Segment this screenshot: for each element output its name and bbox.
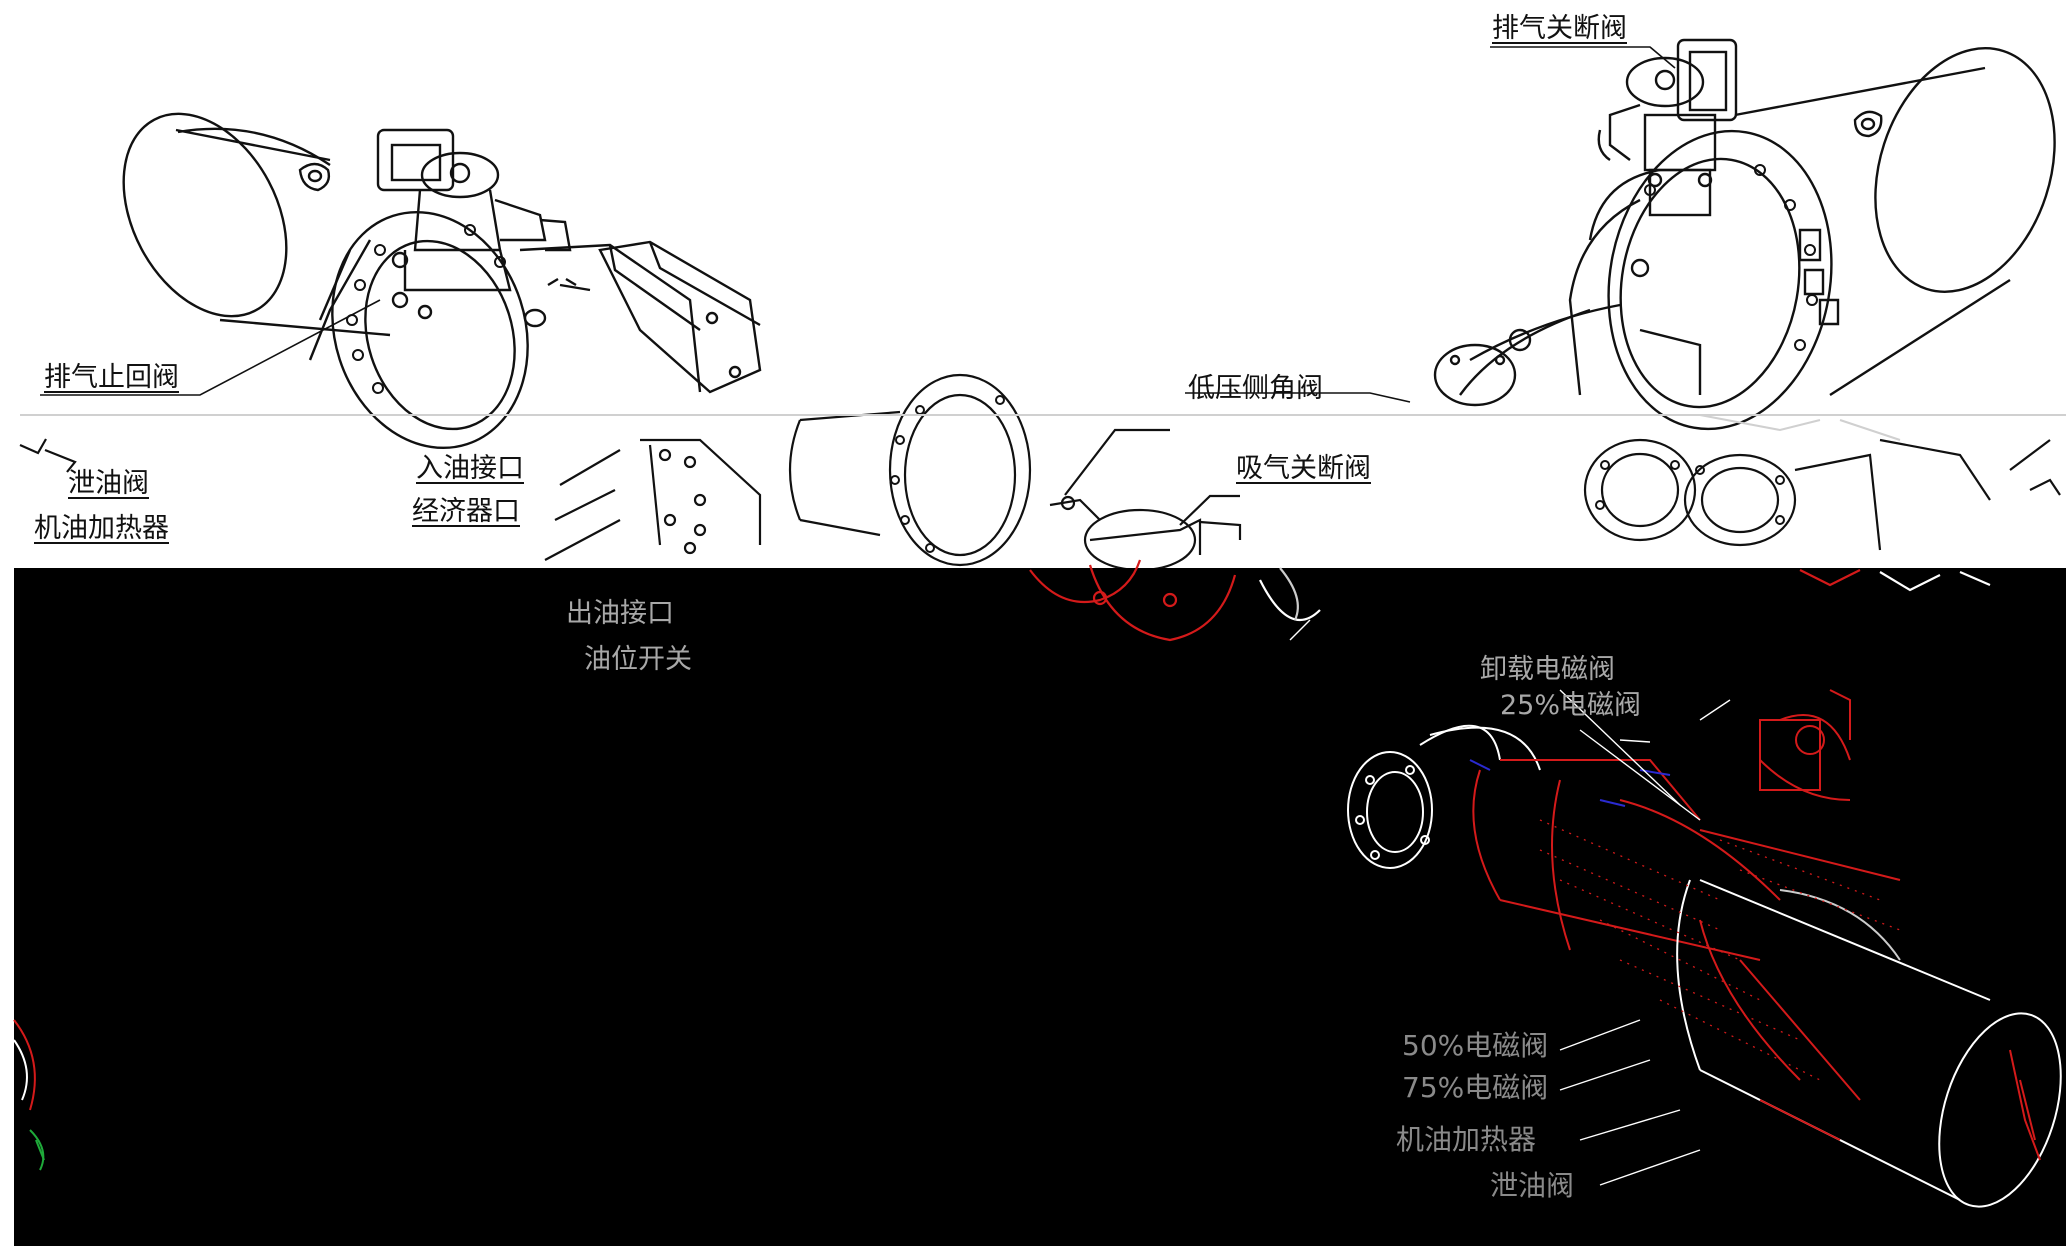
label-discharge-shutoff-valve: 排气关断阀 (1492, 13, 1627, 44)
leader-lines-top (40, 46, 1676, 403)
label-50pct-solenoid-valve: 50%电磁阀 (1402, 1029, 1549, 1062)
label-oil-level-switch: 油位开关 (584, 644, 692, 675)
bottom-right-compressor (1289, 619, 2062, 1208)
dark-background-band (14, 568, 2066, 1246)
label-oil-inlet-port: 入油接口 (416, 453, 524, 484)
middle-strip-drawing (19, 373, 2061, 572)
label-low-pressure-angle-valve: 低压侧角阀 (1188, 373, 1323, 404)
label-economizer-port: 经济器口 (412, 496, 520, 527)
right-compressor-drawing (1433, 38, 2056, 431)
label-unload-solenoid-valve: 卸载电磁阀 (1480, 654, 1615, 685)
label-oil-heater: 机油加热器 (34, 513, 169, 544)
label-drain-valve-2: 泄油阀 (1490, 1169, 1575, 1202)
label-discharge-check-valve: 排气止回阀 (44, 362, 179, 393)
bottom-left-arcs (13, 1019, 45, 1171)
label-suction-shutoff-valve: 吸气关断阀 (1236, 453, 1371, 484)
ghost-lines-middle (20, 414, 2066, 441)
label-75pct-solenoid-valve: 75%电磁阀 (1402, 1071, 1549, 1104)
left-compressor-drawing (122, 112, 762, 450)
label-drain-valve: 泄油阀 (68, 468, 149, 499)
label-25pct-solenoid-valve: 25%电磁阀 (1500, 690, 1642, 721)
label-oil-outlet-port: 出油接口 (566, 598, 674, 629)
band-edge-artifacts (1029, 559, 1991, 642)
label-oil-heater-2: 机油加热器 (1396, 1123, 1537, 1156)
